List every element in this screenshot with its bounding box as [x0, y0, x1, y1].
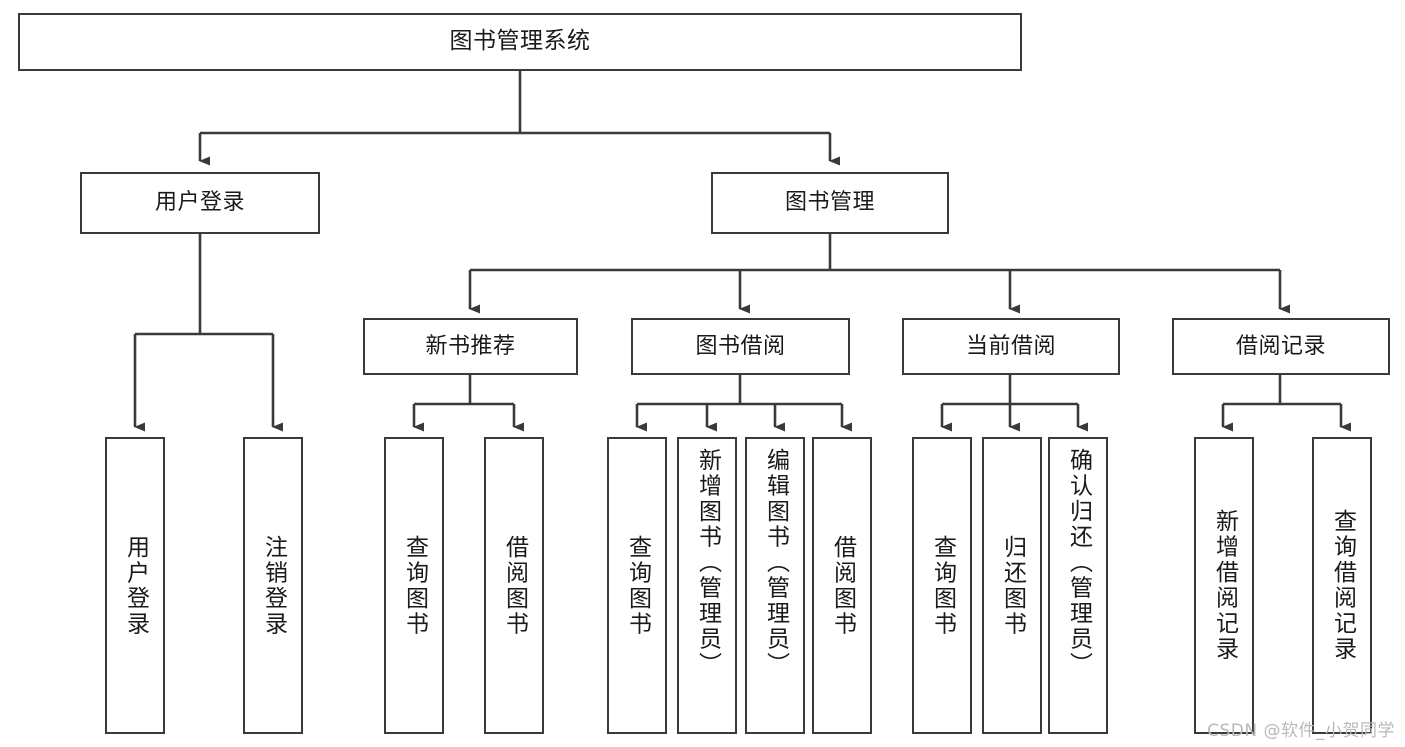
node-current-borrow[interactable]: 当前借阅: [902, 318, 1120, 375]
node-label: 用户登录: [154, 190, 245, 216]
node-label: 图书管理系统: [449, 28, 591, 55]
node-borrow-records[interactable]: 借阅记录: [1172, 318, 1390, 375]
node-root-system[interactable]: 图书管理系统: [18, 13, 1022, 71]
node-label: 借阅图书: [829, 534, 856, 637]
node-label: 查询图书: [401, 534, 428, 637]
leaf-query-book-recommend[interactable]: 查询图书: [384, 437, 444, 734]
node-label: 图书借阅: [695, 333, 786, 359]
node-label: 编辑图书（管理员）: [762, 448, 789, 678]
node-new-book-recommend[interactable]: 新书推荐: [363, 318, 578, 375]
leaf-add-borrow-record[interactable]: 新增借阅记录: [1194, 437, 1254, 734]
leaf-return-book[interactable]: 归还图书: [982, 437, 1042, 734]
leaf-query-book-current[interactable]: 查询图书: [912, 437, 972, 734]
node-label: 注销登录: [260, 534, 287, 637]
node-user-login[interactable]: 用户登录: [80, 172, 320, 234]
leaf-query-borrow-record[interactable]: 查询借阅记录: [1312, 437, 1372, 734]
node-book-management[interactable]: 图书管理: [711, 172, 949, 234]
node-label: 图书管理: [784, 190, 875, 216]
node-label: 借阅记录: [1235, 333, 1326, 359]
node-label: 用户登录: [122, 534, 149, 637]
leaf-add-book-admin[interactable]: 新增图书（管理员）: [677, 437, 737, 734]
node-label: 新书推荐: [425, 333, 516, 359]
node-label: 新增图书（管理员）: [694, 448, 721, 678]
leaf-borrow-book[interactable]: 借阅图书: [812, 437, 872, 734]
node-label: 新增借阅记录: [1211, 509, 1238, 662]
node-label: 当前借阅: [965, 333, 1056, 359]
watermark-text: CSDN @软件_小贺同学: [1207, 721, 1395, 741]
leaf-confirm-return-admin[interactable]: 确认归还（管理员）: [1048, 437, 1108, 734]
node-label: 查询图书: [624, 534, 651, 637]
leaf-edit-book-admin[interactable]: 编辑图书（管理员）: [745, 437, 805, 734]
node-book-borrow[interactable]: 图书借阅: [631, 318, 850, 375]
leaf-query-book-borrow[interactable]: 查询图书: [607, 437, 667, 734]
node-label: 查询借阅记录: [1329, 509, 1356, 662]
leaf-borrow-book-recommend[interactable]: 借阅图书: [484, 437, 544, 734]
leaf-user-login[interactable]: 用户登录: [105, 437, 165, 734]
node-label: 查询图书: [929, 534, 956, 637]
node-label: 借阅图书: [501, 534, 528, 637]
node-label: 确认归还（管理员）: [1065, 448, 1092, 678]
leaf-user-logout[interactable]: 注销登录: [243, 437, 303, 734]
node-label: 归还图书: [999, 534, 1026, 637]
